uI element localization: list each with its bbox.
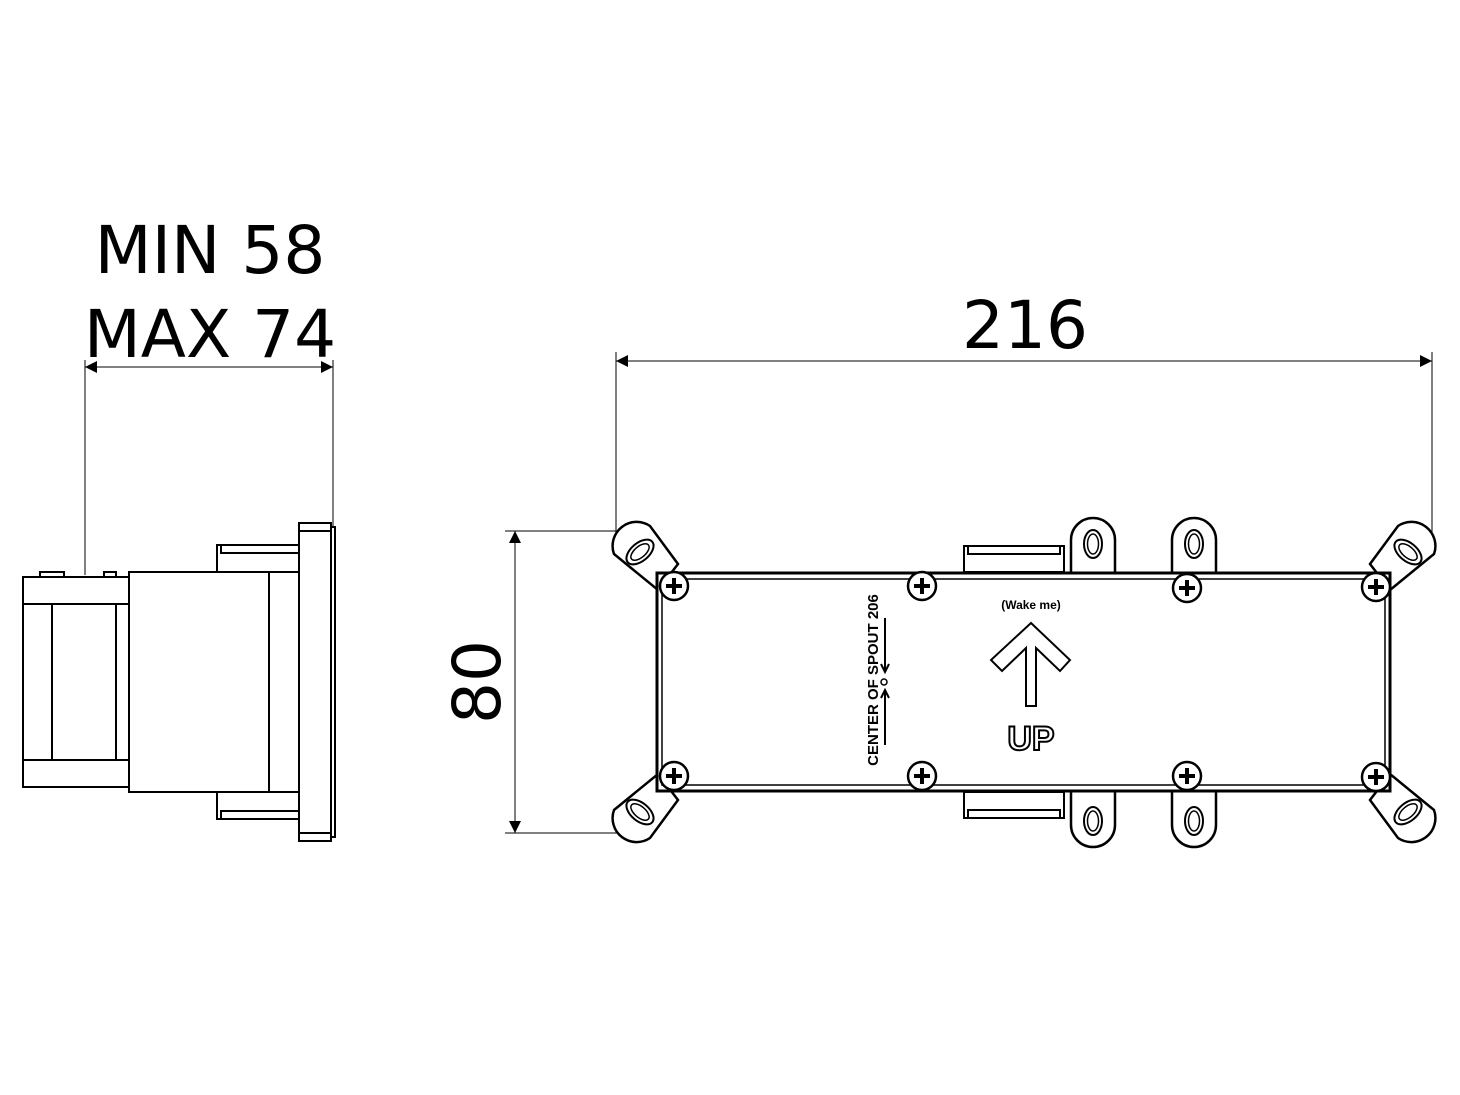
- min-depth-label: MIN 58: [95, 212, 326, 289]
- height-dimension-label: 80: [439, 640, 516, 724]
- screw-icon: [1171, 572, 1203, 604]
- screw-icon: [1360, 761, 1392, 793]
- width-dimension-line: [615, 352, 1433, 540]
- center-of-spout-marker: CENTER OF SPOUT 206: [865, 594, 890, 766]
- front-bosses: [963, 545, 1065, 819]
- screw-icon: [1171, 760, 1203, 792]
- max-depth-label: MAX 74: [84, 296, 336, 373]
- screw-icon: [906, 760, 938, 792]
- height-dimension-line: [505, 530, 640, 834]
- depth-dimension-line: [84, 360, 334, 575]
- width-dimension-label: 216: [962, 287, 1088, 364]
- center-of-spout-label: CENTER OF SPOUT 206: [865, 594, 882, 766]
- screw-icon: [658, 570, 690, 602]
- orientation-label: UP: [1007, 720, 1054, 758]
- side-view: MIN 58 MAX 74: [22, 212, 336, 842]
- front-view: 216 80: [439, 287, 1437, 849]
- screw-icon: [658, 760, 690, 792]
- box-body: [655, 571, 1392, 793]
- screw-icon: [1360, 571, 1392, 603]
- orientation-note: (Wake me): [1001, 598, 1061, 612]
- side-body: [22, 522, 336, 842]
- up-arrow-icon: [989, 621, 1072, 707]
- orientation-marker: (Wake me) UP: [989, 598, 1072, 759]
- screw-icon: [906, 570, 938, 602]
